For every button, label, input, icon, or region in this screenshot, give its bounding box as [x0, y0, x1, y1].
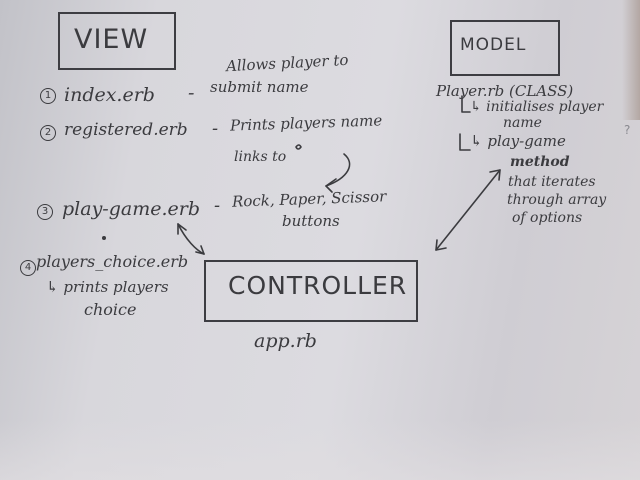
links-to-note: links to	[234, 149, 287, 165]
model-line-7: of options	[512, 210, 583, 226]
item-2-dash: -	[212, 118, 219, 139]
view-box	[58, 12, 176, 70]
model-line-1: ↳ initialises player	[470, 99, 604, 115]
controller-box	[204, 260, 418, 322]
model-line-2: name	[503, 115, 542, 131]
controller-file: app.rb	[254, 330, 317, 352]
item-2-file: registered.erb	[64, 120, 188, 140]
item-4-desc-line2: choice	[84, 300, 137, 319]
item-1-dash: -	[188, 82, 195, 104]
item-1-file: index.erb	[64, 84, 155, 106]
model-faint-mark: ?	[624, 123, 630, 137]
links-to-arrow	[325, 153, 351, 187]
model-hook-2	[459, 133, 471, 151]
model-class-line: Player.rb (CLASS)	[436, 82, 574, 100]
model-line-6: through array	[507, 192, 607, 208]
model-line-3: ↳ play-game	[470, 132, 566, 150]
model-hook-1	[461, 95, 471, 113]
model-line-4: method	[510, 154, 570, 170]
item-4-file: players_choice.erb	[36, 252, 189, 271]
item-4-number: 4	[20, 260, 36, 276]
item-4-dot	[102, 236, 106, 240]
controller-model-arrow	[435, 169, 501, 251]
paper-edge-shadow	[622, 0, 640, 120]
item-3-dash: -	[214, 195, 221, 216]
controller-title: CONTROLLER	[228, 271, 408, 300]
links-squiggle	[295, 144, 302, 150]
item-4-desc-line1: ↳ prints players	[46, 278, 169, 296]
item-2-number: 2	[40, 125, 56, 141]
model-line-5: that iterates	[508, 174, 596, 190]
item-3-desc-line2: buttons	[282, 212, 340, 230]
item-3-number: 3	[37, 204, 53, 220]
item-1-desc-line2: submit name	[210, 78, 309, 96]
model-box	[450, 20, 560, 76]
item-1-number: 1	[40, 88, 56, 104]
item-3-file: play-game.erb	[62, 198, 201, 220]
model-title: MODEL	[460, 35, 527, 55]
paper-bottom-glow	[0, 420, 640, 480]
view-double-arrow	[177, 223, 205, 255]
view-title: VIEW	[74, 24, 149, 55]
